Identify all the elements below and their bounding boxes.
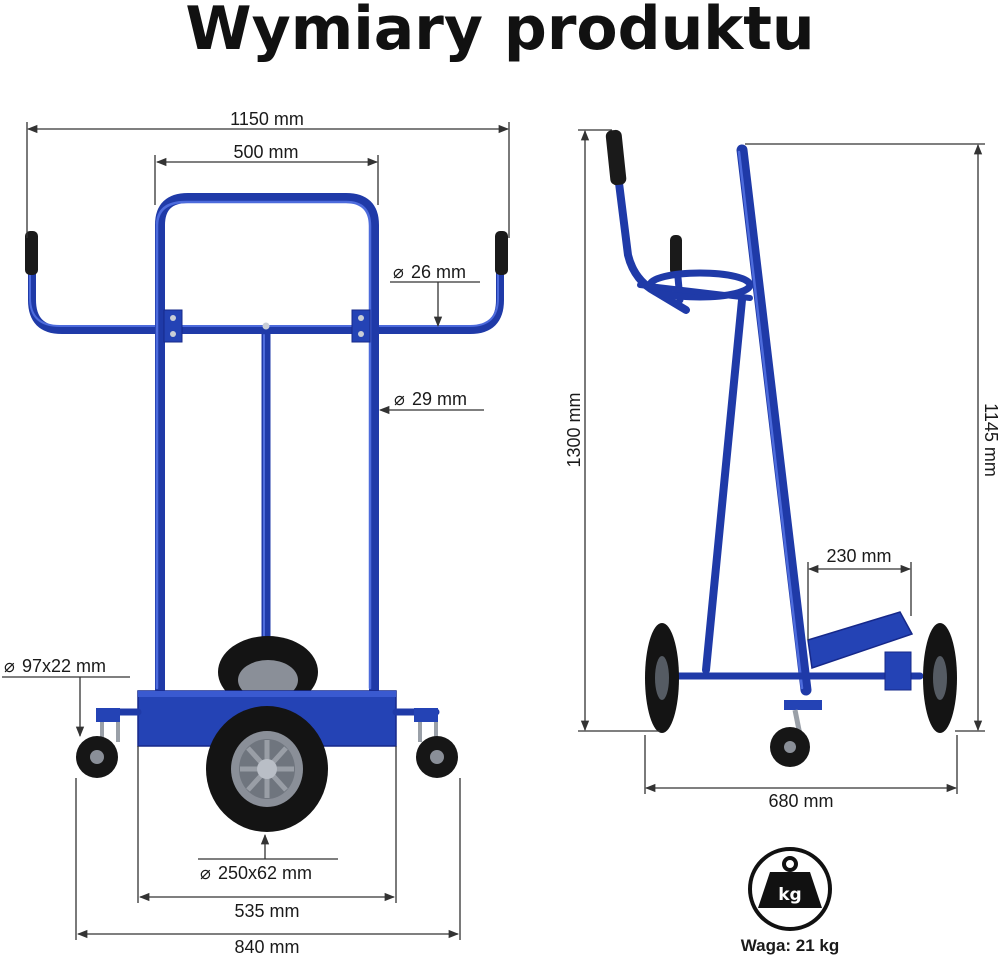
- page-title: Wymiary produktu: [185, 0, 815, 64]
- weight-kg-icon: kg: [748, 847, 832, 931]
- weight-icon-text: kg: [778, 885, 801, 905]
- rear-wheel: [218, 636, 318, 708]
- side-view: 1300 mm 1145 mm 230 mm 680 mm: [564, 129, 1000, 811]
- platform-depth-label: 230 mm: [826, 546, 891, 566]
- diameter-symbol: ⌀: [200, 863, 211, 883]
- total-width-label: 1150 mm: [230, 109, 304, 129]
- side-dimensions: 1300 mm 1145 mm 230 mm 680 mm: [564, 129, 1000, 811]
- diameter-symbol: ⌀: [4, 656, 15, 676]
- main-frame: [155, 193, 379, 695]
- side-platform: [807, 611, 914, 670]
- front-dimensions: 1150 mm 500 mm ⌀ 26 mm ⌀ 29 mm ⌀ 97x22 m…: [2, 109, 510, 957]
- side-handle-grip: [605, 129, 627, 186]
- diameter-symbol: ⌀: [393, 262, 404, 282]
- left-grip: [25, 231, 38, 275]
- front-main-wheel: [206, 706, 328, 832]
- side-small-grip: [670, 235, 682, 275]
- caster-wheel-size-label: 97x22 mm: [22, 656, 106, 676]
- total-depth-label: 680 mm: [768, 791, 833, 811]
- frame-tube-diameter-label: 29 mm: [412, 389, 467, 409]
- frame-width-label: 500 mm: [233, 142, 298, 162]
- handle-tube-diameter-label: 26 mm: [411, 262, 466, 282]
- weight-label: Waga: 21 kg: [740, 936, 840, 955]
- front-view: 1150 mm 500 mm ⌀ 26 mm ⌀ 29 mm ⌀ 97x22 m…: [2, 109, 510, 957]
- wheelbase-width-label: 840 mm: [234, 937, 299, 957]
- frame-height-label: 1145 mm: [981, 403, 1000, 477]
- main-wheel-size-label: 250x62 mm: [218, 863, 312, 883]
- total-height-label: 1300 mm: [564, 392, 584, 467]
- base-width-label: 535 mm: [234, 901, 299, 921]
- diameter-symbol: ⌀: [394, 389, 405, 409]
- right-grip: [495, 231, 508, 275]
